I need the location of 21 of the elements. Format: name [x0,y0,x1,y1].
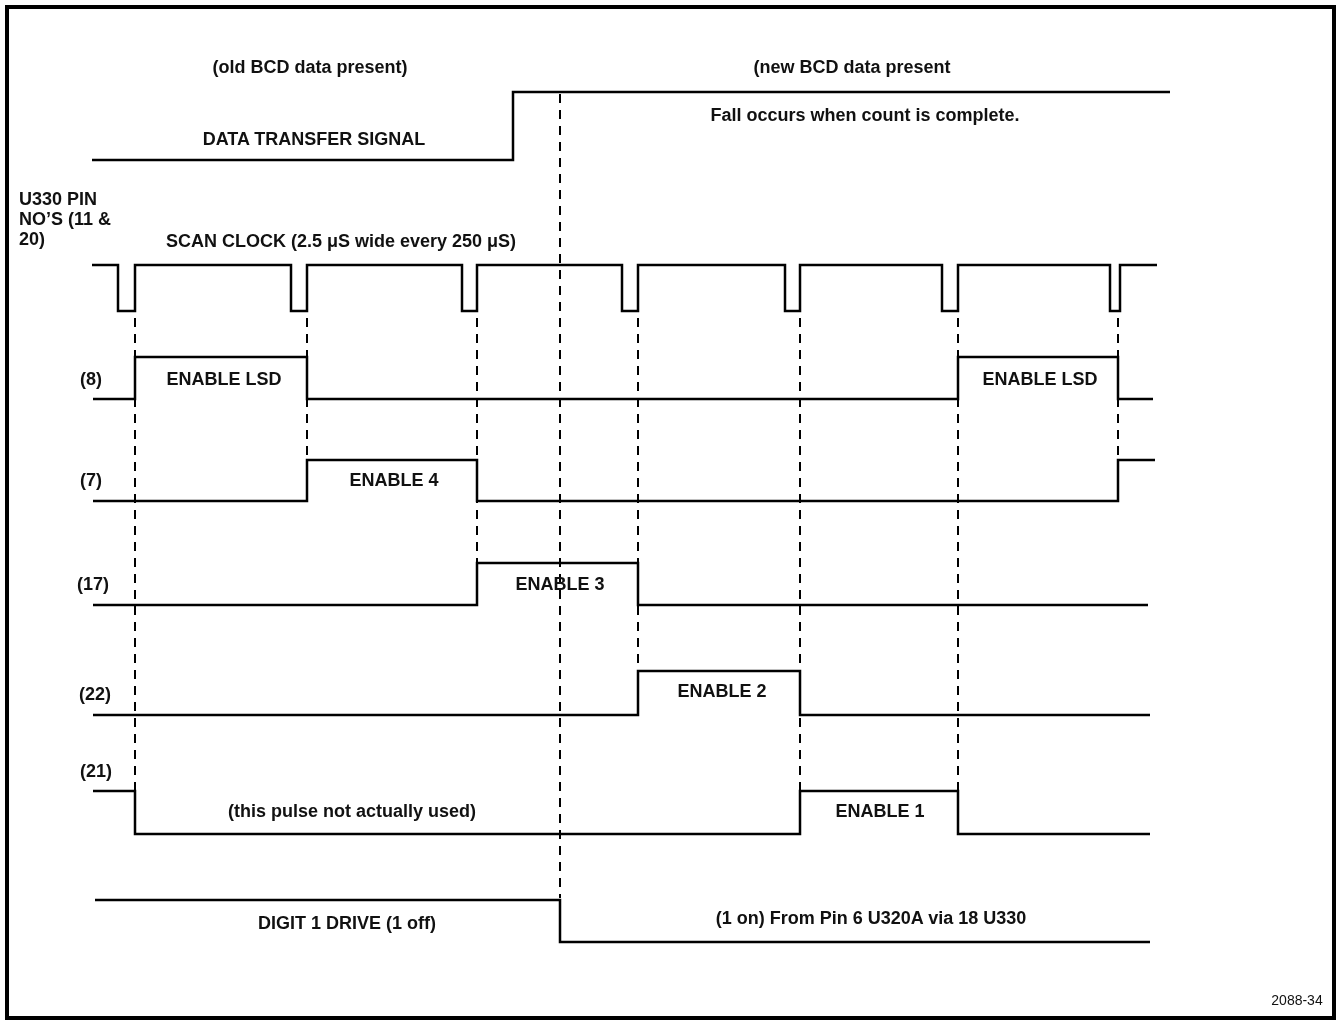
signal-label: ENABLE 4 [349,470,439,490]
signal-label: ENABLE LSD [166,369,282,389]
signal-label: SCAN CLOCK (2.5 μS wide every 250 μS) [165,231,517,251]
note-text: (1 on) From Pin 6 U320A via 18 U330 [715,908,1027,928]
note-text: Fall occurs when count is complete. [710,105,1020,125]
pin-label: (8) [80,369,102,389]
signal-label: ENABLE LSD [982,369,1098,389]
signal-label: ENABLE 3 [515,574,605,594]
pin-label: (22) [79,684,111,704]
signal-label: ENABLE 1 [835,801,925,821]
pin-label: (7) [80,470,102,490]
signal-label: DATA TRANSFER SIGNAL [202,129,426,149]
note-text: (this pulse not actually used) [228,801,476,821]
signal-label: ENABLE 2 [677,681,767,701]
note-text: (new BCD data present [753,57,951,77]
pin-label: U330 PIN NO’S (11 & 20) [19,189,113,249]
pin-label: (21) [80,761,112,781]
figure-number: 2088-34 [1271,991,1323,1010]
signal-label: DIGIT 1 DRIVE (1 off) [258,913,436,933]
pin-label: (17) [77,574,109,594]
note-text: (old BCD data present) [212,57,408,77]
